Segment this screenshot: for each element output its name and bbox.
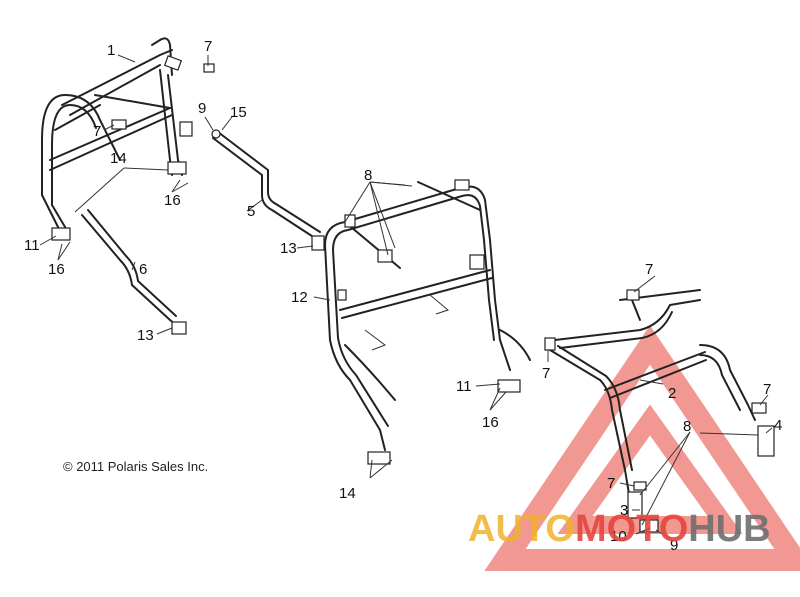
callout-4: 4	[774, 417, 782, 434]
callout-3: 3	[620, 502, 628, 519]
callout-labels: 1 7 7 9 15 14 16 5 11 16 6 13 13 8 12 7 …	[24, 38, 782, 554]
callout-9: 9	[670, 537, 678, 554]
callout-16: 16	[482, 414, 499, 431]
watermark-auto: AUTO	[468, 508, 575, 550]
callout-14: 14	[110, 150, 127, 167]
callout-16: 16	[48, 261, 65, 278]
callout-11: 11	[24, 237, 40, 254]
callout-7: 7	[607, 475, 615, 492]
callout-7: 7	[645, 261, 653, 278]
roll-cage-rear-assembly	[41, 37, 215, 241]
callout-2: 2	[668, 385, 676, 402]
callout-7: 7	[763, 381, 771, 398]
callout-8: 8	[364, 167, 372, 184]
callout-6: 6	[139, 261, 147, 278]
callout-13: 13	[137, 327, 154, 344]
roll-cage-front-assembly	[544, 289, 775, 533]
brace-bar-5	[211, 129, 325, 251]
watermark-hub: HUB	[688, 508, 771, 550]
callout-11: 11	[456, 378, 472, 395]
callout-8: 8	[683, 418, 691, 435]
watermark-moto: MOTO	[574, 508, 689, 550]
roll-cage-center-assembly	[324, 179, 531, 465]
callout-14: 14	[339, 485, 356, 502]
copyright-notice: © 2011 Polaris Sales Inc.	[63, 459, 209, 474]
callout-16: 16	[164, 192, 181, 209]
callout-10: 10	[610, 528, 627, 545]
leader-lines	[39, 54, 773, 541]
watermark-logo-text: AUTOMOTOHUB	[468, 508, 771, 551]
callout-15: 15	[230, 104, 247, 121]
brace-bar-6	[81, 209, 187, 335]
callout-7: 7	[542, 365, 550, 382]
callout-12: 12	[291, 289, 308, 306]
callout-1: 1	[107, 42, 115, 59]
callout-13: 13	[280, 240, 297, 257]
callout-7: 7	[204, 38, 212, 55]
callout-7: 7	[93, 123, 101, 140]
callout-9: 9	[198, 100, 206, 117]
callout-5: 5	[247, 203, 255, 220]
